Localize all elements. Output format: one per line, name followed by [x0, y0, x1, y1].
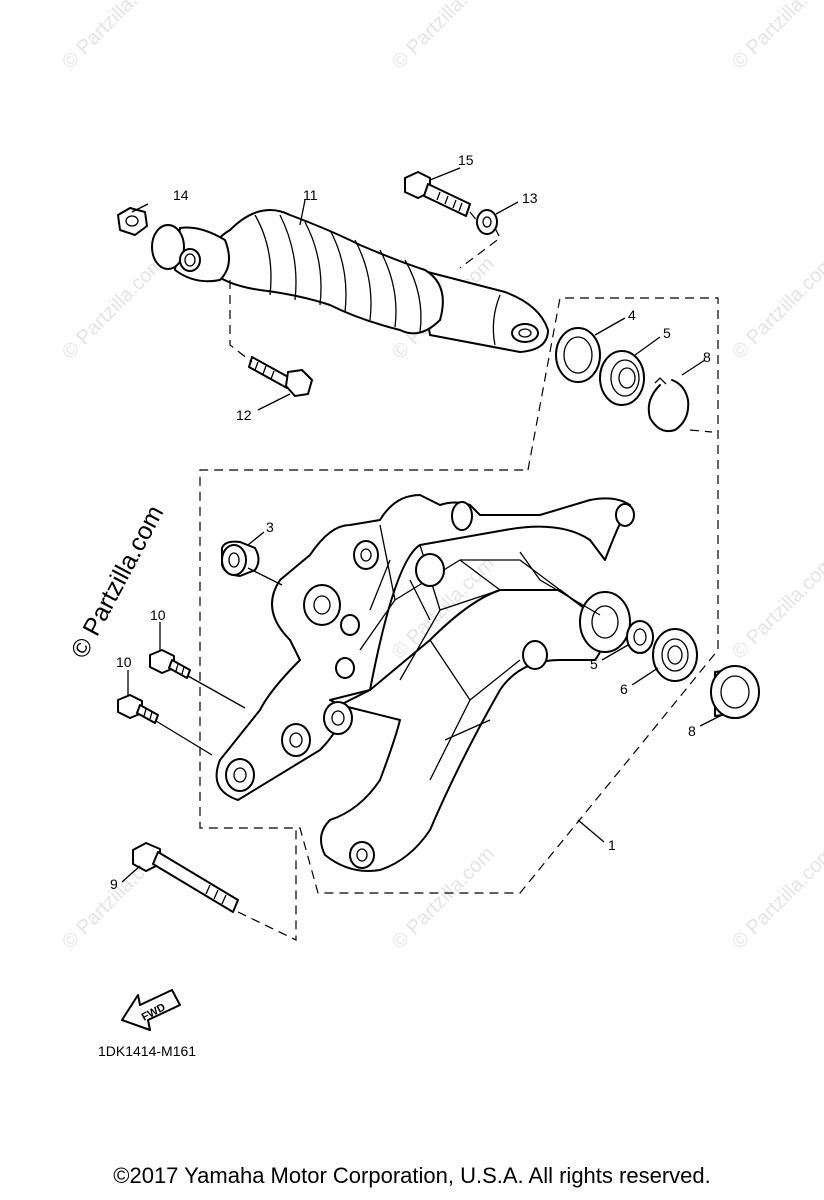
- watermark: © Partzilla.com: [728, 843, 824, 954]
- callout-14: 14: [173, 187, 189, 203]
- rear-arm: [215, 494, 635, 872]
- callout-11: 11: [303, 187, 318, 203]
- watermark: © Partzilla.com: [58, 0, 169, 74]
- bolt-10-upper: [149, 649, 191, 679]
- washer-13: [476, 209, 498, 235]
- callout-1: 1: [608, 837, 616, 853]
- leader-line: [229, 211, 501, 363]
- callout-2: 3: [266, 519, 274, 535]
- callout-9: 9: [110, 876, 118, 892]
- bearing-6: [652, 628, 698, 682]
- fwd-arrow-icon: FWD: [121, 989, 181, 1031]
- callout-6: 6: [620, 681, 628, 697]
- callout-10-upper: 10: [150, 607, 166, 623]
- leader-lines: [155, 429, 713, 941]
- bolt-15: [404, 171, 471, 217]
- rear-shock-absorber: [151, 209, 549, 353]
- callout-12: 12: [236, 407, 252, 423]
- watermark: © Partzilla.com: [728, 253, 824, 364]
- nut-14: [117, 207, 148, 236]
- watermark: © Partzilla.com: [728, 0, 824, 74]
- bolt-10-lower: [117, 694, 159, 724]
- callout-7: 8: [703, 349, 711, 365]
- copyright-notice: ©2017 Yamaha Motor Corporation, U.S.A. A…: [113, 1163, 711, 1188]
- watermark: © Partzilla.com: [388, 0, 499, 74]
- callout-13: 13: [522, 190, 538, 206]
- watermark: © Partzilla.com: [728, 553, 824, 664]
- callout-10-lower: 10: [116, 654, 132, 670]
- watermark: © Partzilla.com: [58, 253, 169, 364]
- bolt-12: [248, 356, 313, 397]
- callouts: 14 11 15 13 12 4 5 8 3 10 10 5 6 8 1 9: [110, 152, 723, 892]
- callout-8: 8: [688, 723, 696, 739]
- parts-diagram: © Partzilla.com © Partzilla.com © Partzi…: [58, 0, 824, 1059]
- bearing-4: [599, 350, 645, 406]
- circlip-7: [647, 377, 690, 433]
- bolt-9: [132, 842, 239, 913]
- watermark: © Partzilla.com: [388, 843, 499, 954]
- diagram-code: 1DK1414-M161: [98, 1043, 196, 1059]
- oil-seal-3: [555, 327, 601, 383]
- watermark-layer: © Partzilla.com © Partzilla.com © Partzi…: [58, 0, 824, 954]
- assembly-outline: [199, 297, 719, 894]
- side-watermark: © Partzilla.com: [66, 501, 170, 663]
- callout-4: 5: [663, 325, 671, 341]
- cap-8: [710, 665, 760, 719]
- collar-5: [626, 620, 654, 654]
- callout-15: 15: [458, 152, 474, 168]
- collar-2: [221, 540, 260, 577]
- callout-5: 5: [590, 656, 598, 672]
- callout-3: 4: [628, 307, 636, 323]
